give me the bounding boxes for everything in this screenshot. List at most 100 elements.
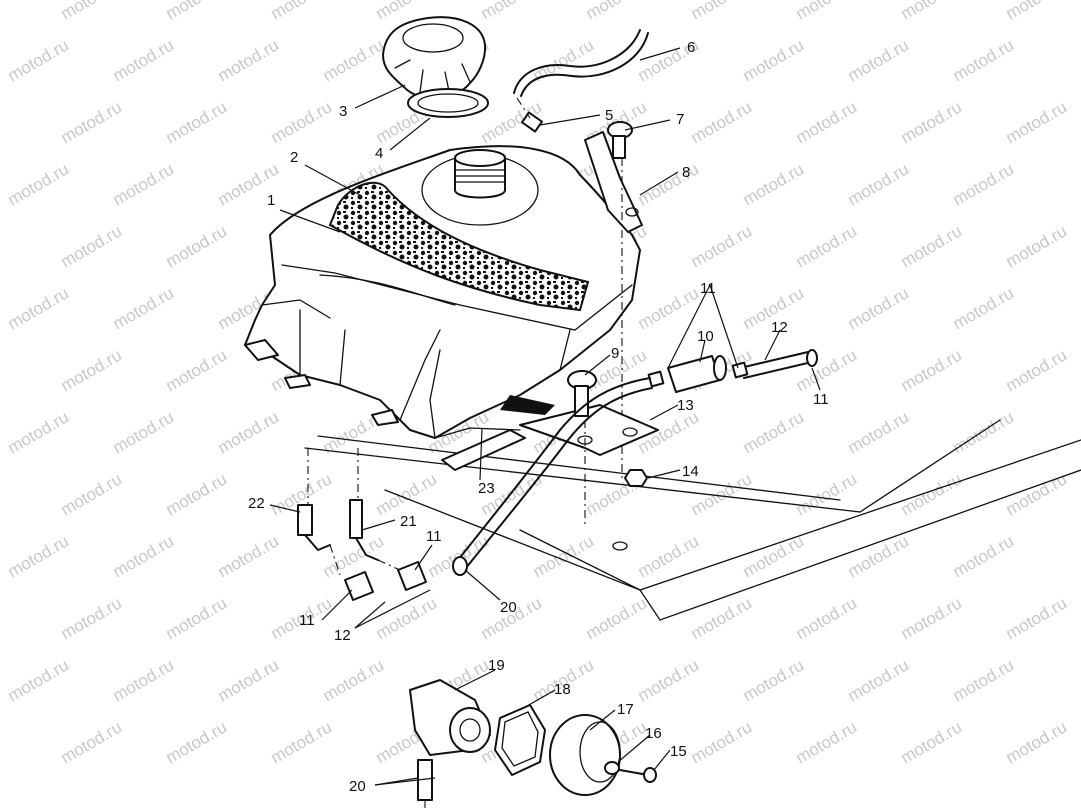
watermark-text: motod.ru (320, 655, 388, 705)
fuel-hose-right (739, 349, 818, 379)
callout-12-left: 12 (334, 627, 351, 644)
fuel-tank (244, 145, 641, 439)
callout-11-top: 11 (700, 280, 716, 297)
callout-14: 14 (682, 463, 699, 480)
watermark-text: motod.ru (163, 469, 231, 519)
watermark-text: motod.ru (1003, 0, 1071, 23)
watermark-text: motod.ru (950, 407, 1018, 457)
watermark-text: motod.ru (268, 97, 336, 147)
callout-22: 22 (248, 495, 265, 512)
watermark-text: motod.ru (950, 531, 1018, 581)
bowl-washer (604, 761, 620, 775)
watermark-text: motod.ru (163, 97, 231, 147)
watermark-text: motod.ru (793, 469, 861, 519)
watermark-text: motod.ru (845, 159, 913, 209)
watermark-text: motod.ru (845, 35, 913, 85)
watermark-text: motod.ru (163, 717, 231, 767)
watermark-text: motod.ru (5, 35, 73, 85)
callout-13: 13 (677, 397, 694, 414)
watermark-text: motod.ru (793, 0, 861, 23)
watermark-text: motod.ru (898, 221, 966, 271)
drain-hose-pieces (329, 544, 427, 601)
callout-18: 18 (554, 681, 571, 698)
callout-10: 10 (697, 328, 714, 345)
filler-cap (382, 16, 487, 99)
watermark-text: motod.ru (58, 717, 126, 767)
callout-11-right: 11 (813, 391, 829, 408)
watermark-text: motod.ru (583, 0, 651, 23)
watermark-text: motod.ru (110, 407, 178, 457)
watermark-text: motod.ru (635, 283, 703, 333)
watermark-text: motod.ru (793, 221, 861, 271)
sediment-bowl (549, 714, 621, 796)
drain-fitting-right (349, 448, 379, 561)
watermark-text: motod.ru (740, 531, 808, 581)
watermark-text: motod.ru (898, 469, 966, 519)
callout-6: 6 (687, 39, 695, 56)
watermark-text: motod.ru (110, 531, 178, 581)
watermark-text: motod.ru (688, 717, 756, 767)
watermark-text: motod.ru (635, 159, 703, 209)
watermark-text: motod.ru (5, 283, 73, 333)
frame-panel (304, 419, 1081, 621)
callout-16: 16 (645, 725, 662, 742)
vent-hose (513, 29, 649, 97)
watermark-text: motod.ru (268, 0, 336, 23)
petcock-gasket (494, 704, 546, 776)
watermark-text: motod.ru (793, 593, 861, 643)
watermark-text: motod.ru (950, 283, 1018, 333)
watermark-text: motod.ru (688, 593, 756, 643)
callout-21: 21 (400, 513, 417, 530)
watermark-text: motod.ru (793, 717, 861, 767)
watermark-text: motod.ru (5, 407, 73, 457)
watermark-text: motod.ru (740, 407, 808, 457)
callout-11-left: 11 (299, 612, 315, 629)
mount-bolt-upper (607, 121, 633, 159)
bowl-screw (619, 767, 657, 783)
callout-15: 15 (670, 743, 687, 760)
callout-12-right: 12 (771, 319, 788, 336)
callout-9: 9 (611, 345, 619, 362)
callout-2: 2 (290, 149, 298, 166)
mount-bolt-lower (567, 370, 597, 525)
watermark-text: motod.ru (110, 283, 178, 333)
tank-pad (441, 429, 526, 471)
watermark-text: motod.ru (373, 469, 441, 519)
callout-20-hose: 20 (500, 599, 517, 616)
callout-8: 8 (682, 164, 690, 181)
vent-fitting (516, 97, 543, 133)
watermark-text: motod.ru (1003, 97, 1071, 147)
callout-23: 23 (478, 480, 495, 497)
watermark-text: motod.ru (845, 407, 913, 457)
watermark-text: motod.ru (1003, 593, 1071, 643)
watermark-text: motod.ru (635, 531, 703, 581)
hose-clamp-right (647, 361, 749, 388)
callout-labels: 1 2 3 4 5 6 7 8 9 10 11 11 11 11 12 12 1… (248, 39, 829, 795)
callout-4: 4 (375, 145, 383, 162)
callout-17: 17 (617, 701, 634, 718)
watermark-text: motod.ru (215, 531, 283, 581)
drain-fitting-left (297, 448, 331, 551)
watermark-text: motod.ru (110, 35, 178, 85)
watermark-text: motod.ru (320, 35, 388, 85)
watermark-text: motod.ru (215, 407, 283, 457)
watermark-text: motod.ru (950, 655, 1018, 705)
watermark-text: motod.ru (950, 159, 1018, 209)
watermark-text: motod.ru (163, 593, 231, 643)
fuel-petcock (409, 679, 491, 811)
cap-gasket (407, 88, 489, 118)
watermark-text: motod.ru (740, 655, 808, 705)
watermark-text: motod.ru (58, 221, 126, 271)
watermark-text: motod.ru (583, 593, 651, 643)
watermark-text: motod.ru (898, 0, 966, 23)
watermark-text: motod.ru (845, 655, 913, 705)
watermark-text: motod.ru (1003, 221, 1071, 271)
watermark-text: motod.ru (58, 345, 126, 395)
callout-11-lower: 11 (426, 528, 442, 545)
callout-7: 7 (676, 111, 684, 128)
watermark-text: motod.ru (898, 97, 966, 147)
watermark-text: motod.ru (845, 531, 913, 581)
watermark-text: motod.ru (898, 345, 966, 395)
fuel-hose-long (452, 377, 653, 576)
watermark-text: motod.ru (688, 0, 756, 23)
